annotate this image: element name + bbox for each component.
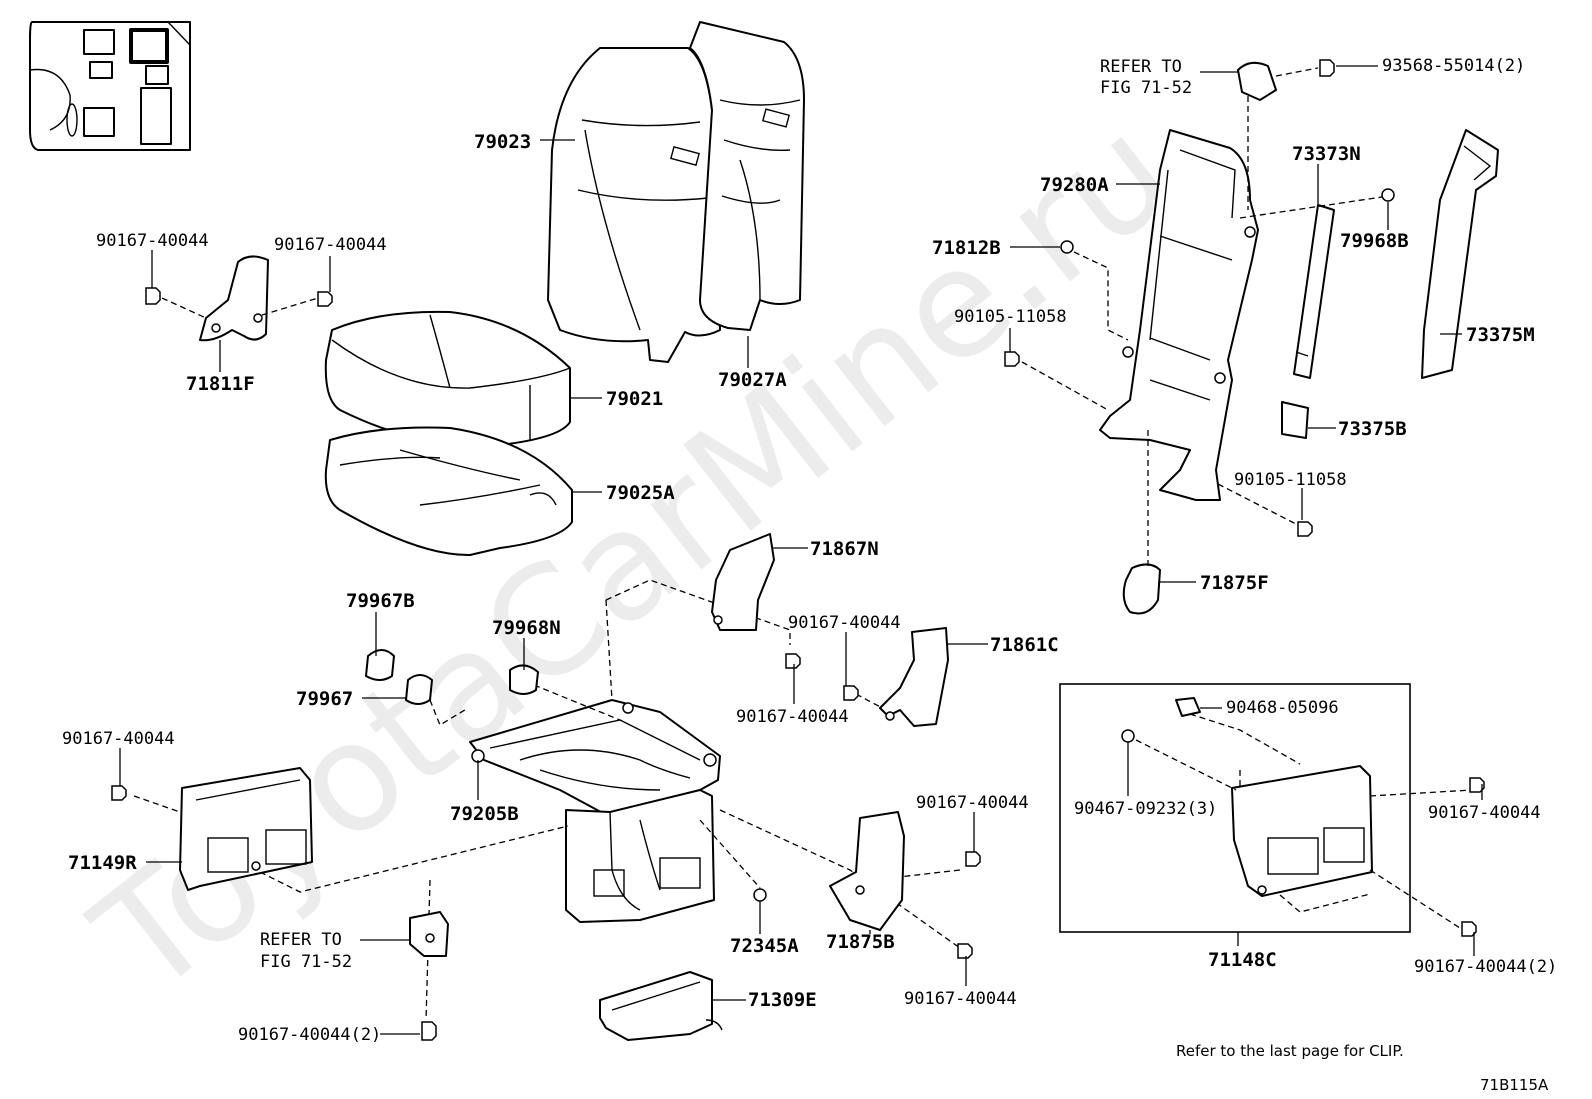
label-90105-11058-b: 90105-11058: [1234, 470, 1347, 490]
label-90167-40044-r1: 90167-40044: [1428, 803, 1541, 823]
label-90167-40044-b1: 90167-40044: [916, 793, 1029, 813]
bolt-icon: [965, 851, 981, 867]
clip-79968N: [509, 664, 539, 695]
figure-code: 71B115A: [1480, 1076, 1549, 1094]
label-90167-40044-mid2: 90167-40044: [736, 707, 849, 727]
label-90468-05096: 90468-05096: [1226, 698, 1339, 718]
label-79025A: 79025A: [606, 482, 675, 504]
bolt-icon: [421, 1021, 437, 1041]
label-79968N: 79968N: [492, 617, 561, 639]
label-79205B: 79205B: [450, 803, 519, 825]
trim-clip-73375B: [1281, 401, 1309, 439]
bolt-icon: [1469, 777, 1485, 793]
clip-79967B: [365, 649, 395, 681]
label-79967B: 79967B: [346, 590, 415, 612]
label-refer-to-2: REFER TO: [260, 930, 342, 950]
bolt-icon: [1297, 521, 1313, 537]
clip-icon: [1381, 188, 1395, 202]
callout-labels: 79023 79027A 79021 79025A 71811F 90167-4…: [62, 56, 1557, 1045]
side-strip-73373N: [1293, 204, 1335, 379]
label-71867N: 71867N: [810, 538, 879, 560]
label-79280A: 79280A: [1040, 174, 1109, 196]
leader-lines: [119, 65, 1483, 1035]
seatback-frame-79280A: [1099, 129, 1259, 501]
label-71148C: 71148C: [1208, 949, 1277, 971]
label-refer-to-1: REFER TO: [1100, 57, 1182, 77]
bolt-icon: [145, 287, 161, 305]
label-71812B: 71812B: [932, 237, 1001, 259]
seat-cushion-79021: [324, 310, 571, 447]
bolt-icon: [1319, 59, 1335, 77]
label-90167-40044-b2: 90167-40044: [904, 989, 1017, 1009]
label-73375M: 73375M: [1466, 324, 1535, 346]
label-fig-71-52-2: FIG 71-52: [260, 952, 352, 972]
bolt-icon: [785, 653, 801, 669]
bolt-icon: [1060, 240, 1074, 254]
label-71149R: 71149R: [68, 852, 137, 874]
label-90167-40044-tl1: 90167-40044: [96, 231, 209, 251]
back-trim-73375M: [1421, 129, 1499, 379]
label-71875B: 71875B: [826, 931, 895, 953]
bolt-icon: [1461, 921, 1477, 937]
bolt-icon: [111, 785, 127, 801]
label-71875F: 71875F: [1200, 572, 1269, 594]
bolt-icon: [843, 685, 859, 701]
label-79968B: 79968B: [1340, 230, 1409, 252]
label-90167-40044-tl2: 90167-40044: [274, 235, 387, 255]
hinge-bracket-71811F: [145, 255, 333, 342]
bolt-icon: [957, 943, 973, 959]
label-79967: 79967: [296, 688, 353, 710]
seatback-cover-79023: [547, 47, 721, 363]
clip-icon: [753, 888, 767, 902]
seat-cushion-pad-79025A: [324, 426, 573, 557]
cover-71867N: [711, 533, 775, 631]
subassembly-box-71148C: [1059, 683, 1473, 933]
cover-71875B: [829, 811, 905, 931]
label-90105-11058-a: 90105-11058: [954, 307, 1067, 327]
label-71309E: 71309E: [748, 989, 817, 1011]
label-fig-71-52-1: FIG 71-52: [1100, 78, 1192, 98]
cover-71861C: [879, 627, 949, 727]
footer-note: Refer to the last page for CLIP.: [1176, 1042, 1404, 1060]
label-71861C: 71861C: [990, 634, 1059, 656]
side-panel-71149R: [179, 767, 313, 891]
label-90167-40044-2-bottom: 90167-40044(2): [238, 1025, 381, 1045]
label-90167-40044-mid1: 90167-40044: [788, 613, 901, 633]
bracket-ref-fig: [409, 911, 449, 957]
seat-riser: [565, 789, 715, 923]
module-71309E: [599, 971, 723, 1041]
label-73373N: 73373N: [1292, 143, 1361, 165]
label-93568-55014: 93568-55014(2): [1382, 56, 1525, 76]
clip-79967: [405, 674, 433, 705]
label-79021: 79021: [606, 388, 663, 410]
hinge-cover-71875F: [1122, 563, 1161, 615]
label-90167-40044-left: 90167-40044: [62, 729, 175, 749]
bolt-icon: [317, 291, 333, 307]
label-90467-09232: 90467-09232(3): [1074, 799, 1217, 819]
label-79027A: 79027A: [718, 369, 787, 391]
bolt-icon: [1004, 351, 1020, 367]
label-72345A: 72345A: [730, 935, 799, 957]
label-90167-40044-2-right: 90167-40044(2): [1414, 957, 1557, 977]
label-73375B: 73375B: [1338, 418, 1407, 440]
cap-93568: [1237, 61, 1277, 101]
label-71811F: 71811F: [186, 373, 255, 395]
vehicle-locator-inset: [29, 21, 191, 151]
label-79023: 79023: [474, 131, 531, 153]
seatback-cover-79027A: [689, 21, 805, 331]
